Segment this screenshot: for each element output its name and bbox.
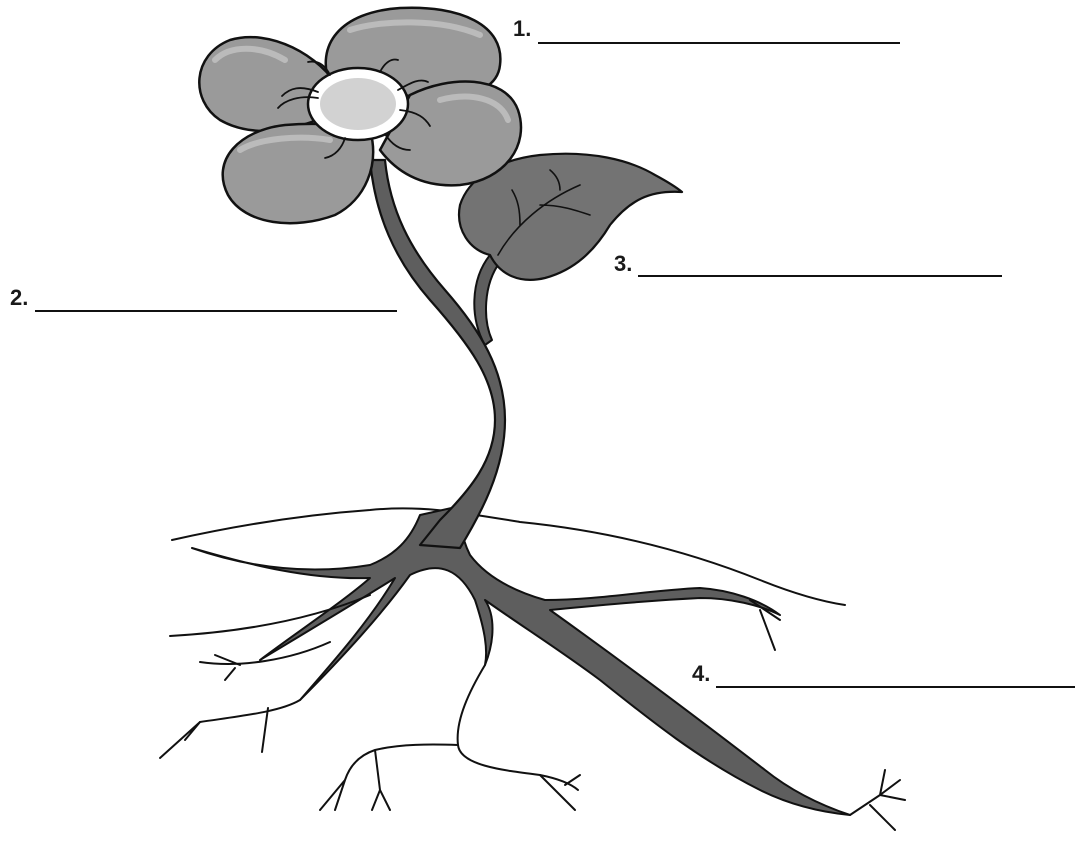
flower-illustration	[160, 8, 905, 830]
label-number-3: 3.	[614, 253, 632, 275]
main-root-crown	[192, 505, 850, 815]
roots	[192, 505, 850, 815]
answer-line-3[interactable]	[638, 275, 1002, 277]
flower-center-inner	[320, 78, 396, 130]
label-number-4: 4.	[692, 663, 710, 685]
label-number-1: 1.	[513, 18, 531, 40]
answer-line-1[interactable]	[538, 42, 900, 44]
label-number-2: 2.	[10, 287, 28, 309]
answer-line-2[interactable]	[35, 310, 397, 312]
answer-line-4[interactable]	[716, 686, 1075, 688]
leaf-stem	[474, 255, 500, 345]
